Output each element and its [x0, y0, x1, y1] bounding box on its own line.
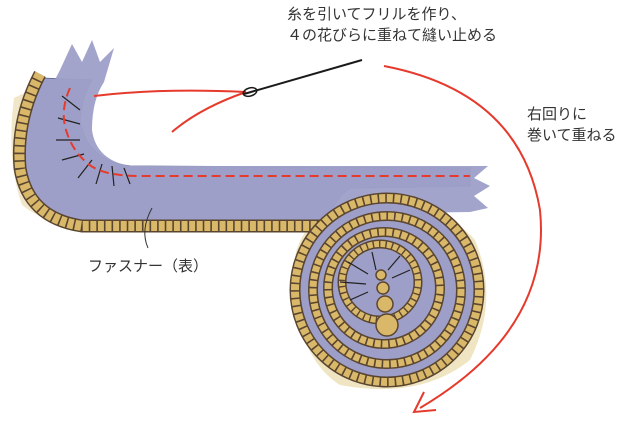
zipper-teeth — [14, 71, 320, 231]
pulled-thread — [93, 89, 247, 133]
arrow-head — [412, 391, 437, 414]
needle-icon — [242, 59, 363, 98]
instruction-line-2: ４の花びらに重ねて縫い止める — [287, 26, 498, 44]
fabric-panel — [41, 40, 491, 226]
instruction-line-1: 糸を引いてフリルを作り、 — [287, 5, 466, 23]
zipper-label-leader — [144, 207, 153, 249]
direction-line-2: 巻いて重ねる — [527, 126, 617, 144]
direction-note: 右回りに 巻いて重ねる — [527, 104, 617, 146]
instruction-note: 糸を引いてフリルを作り、 ４の花びらに重ねて縫い止める — [287, 4, 497, 46]
zipper-label: ファスナー（表） — [88, 257, 209, 275]
direction-line-1: 右回りに — [527, 105, 588, 123]
gather-thread — [62, 87, 470, 177]
gather-marks — [56, 95, 131, 187]
rolled-zipper-flower — [289, 192, 485, 388]
curved-arrow-icon — [383, 65, 542, 409]
